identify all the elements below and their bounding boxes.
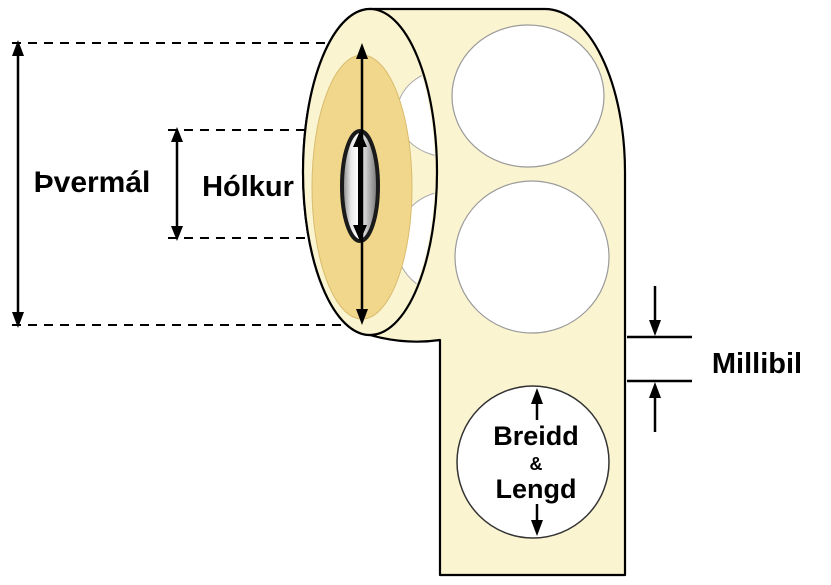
label-circle-top [451, 24, 605, 168]
sticker-size-arrow [531, 388, 543, 536]
core-label: Hólkur [202, 171, 294, 203]
label-circle-middle [454, 180, 610, 334]
sticker-label-line3: Lengd [496, 474, 577, 504]
diameter-arrow [12, 40, 24, 328]
sticker-label-line2: & [530, 454, 543, 474]
roll-face-diameter-arrow [356, 43, 368, 325]
label-circle-bottom [456, 385, 610, 539]
gap-measure [627, 286, 692, 432]
gap-label: Millibil [712, 348, 802, 380]
sticker-label-line1: Breidd [493, 421, 579, 451]
gap-arrow-up [649, 382, 661, 432]
core-tube-arrow [353, 131, 367, 241]
gap-arrow-down [649, 286, 661, 336]
diameter-label: Þvermál [34, 166, 151, 199]
core-arrow [171, 127, 183, 241]
